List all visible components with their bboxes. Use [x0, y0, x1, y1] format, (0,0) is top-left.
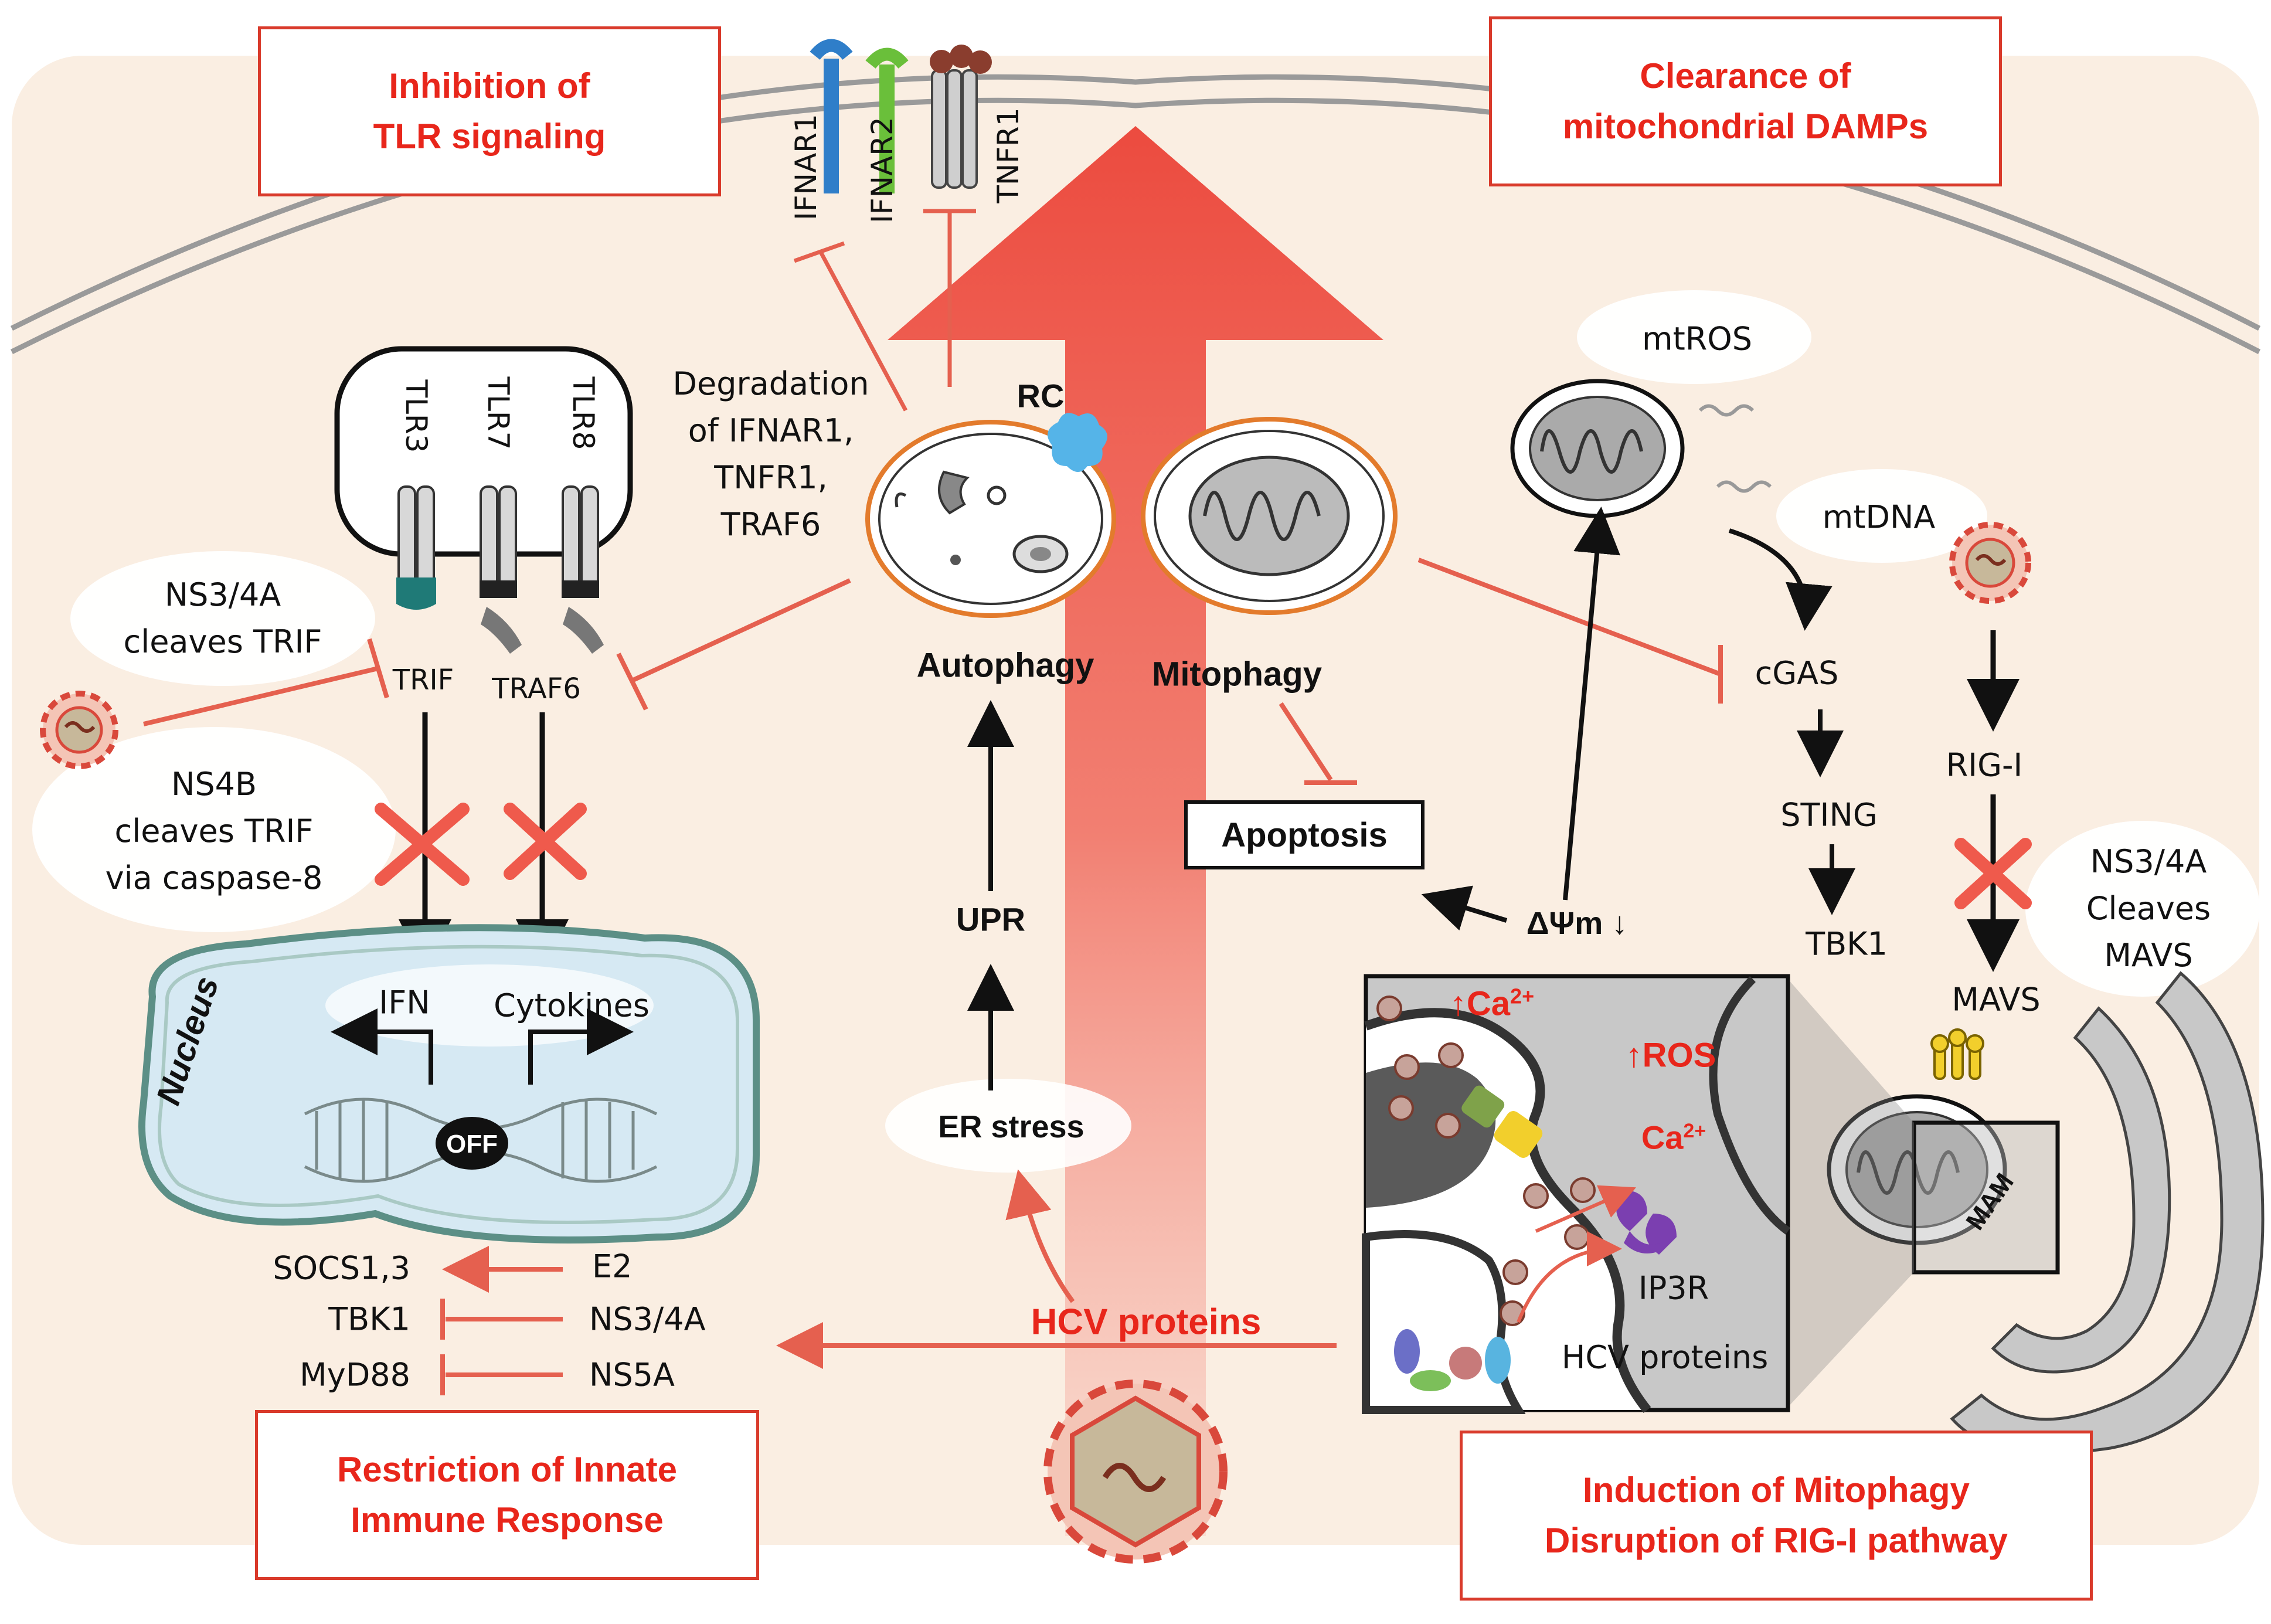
myd88-label: MyD88 — [300, 1356, 410, 1394]
mitochondrion-top — [1510, 379, 1685, 518]
damps-box: Clearance of mitochondrial DAMPs — [1489, 16, 2002, 186]
tbk1-right-label: TBK1 — [1806, 925, 1888, 963]
tlr8-label: TLR8 — [566, 376, 600, 450]
mitophagy-label: Mitophagy — [1152, 655, 1322, 694]
tlr3-receptor — [396, 485, 436, 610]
e2-label: E2 — [592, 1248, 633, 1285]
cytokines-label: Cytokines — [494, 987, 650, 1024]
tnfr1-label: TNFR1 — [991, 107, 1025, 203]
off-switch — [436, 1117, 508, 1170]
mam-zoom-box — [1912, 1120, 2060, 1275]
tlr3-label: TLR3 — [399, 379, 433, 453]
rc-label: RC — [1016, 377, 1065, 415]
ca-up-text: ↑Ca — [1449, 984, 1511, 1023]
ns4b-label: NS4B cleaves TRIF via caspase-8 — [105, 766, 323, 896]
tlr-inhibition-box: Inhibition of TLR signaling — [258, 26, 721, 196]
mito-mam — [1827, 1094, 2007, 1245]
ifnar2-receptor — [865, 47, 909, 193]
restriction-box: Restriction of Innate Immune Response — [255, 1410, 759, 1580]
mcu-channel — [1461, 1085, 1543, 1158]
ns34a-mavs-label: NS3/4A Cleaves MAVS — [2086, 843, 2211, 974]
block-x-rig — [1954, 838, 2032, 909]
mitophagy-rig-box: Induction of Mitophagy Disruption of RIG… — [1460, 1431, 2093, 1601]
traf6-label: TRAF6 — [492, 672, 581, 705]
block-x-trif — [375, 803, 470, 886]
delta-psi-label: ΔΨm ↓ — [1526, 906, 1628, 941]
mitophagosome — [1141, 417, 1398, 615]
ros-up-label: ↑ROS — [1625, 1036, 1716, 1075]
apoptosis-box: Apoptosis — [1184, 800, 1425, 869]
off-label: OFF — [446, 1130, 498, 1158]
ifn-label: IFN — [379, 984, 430, 1021]
ca-sup: 2+ — [1683, 1119, 1706, 1142]
upr-label: UPR — [956, 901, 1026, 938]
apoptosis-label: Apoptosis — [1221, 816, 1388, 854]
sting-label: STING — [1780, 796, 1878, 834]
ns34a-trif-label: NS3/4A cleaves TRIF — [123, 576, 322, 660]
ca-up-label: ↑Ca2+ — [1450, 984, 1534, 1023]
ifnar2-label: IFNAR2 — [865, 117, 899, 223]
tlr7-receptor — [480, 485, 522, 654]
mitophagy-rig-title: Induction of Mitophagy Disruption of RIG… — [1545, 1470, 2008, 1560]
mavs-proteins — [1930, 1028, 1984, 1080]
hcv-virion-bottom — [1043, 1380, 1228, 1564]
mavs-label: MAVS — [1952, 981, 2041, 1018]
hcv-proteins-inset-label: HCV proteins — [1561, 1338, 1769, 1376]
rc-complex — [1048, 413, 1107, 472]
rig-i-label: RIG-I — [1946, 746, 2023, 784]
mtdna-label: mtDNA — [1822, 498, 1936, 536]
ca-up-sup: 2+ — [1510, 984, 1535, 1008]
degradation-label: Degradation of IFNAR1, TNFR1, TRAF6 — [672, 365, 869, 543]
cgas-label: cGAS — [1755, 654, 1839, 692]
tlr-inhibition-title: Inhibition of TLR signaling — [373, 66, 606, 156]
socs-label: SOCS1,3 — [273, 1249, 410, 1287]
ifnar1-receptor — [810, 39, 853, 193]
damps-title: Clearance of mitochondrial DAMPs — [1562, 56, 1929, 146]
tlr7-label: TLR7 — [481, 376, 515, 450]
ns34a-left-label: NS3/4A — [589, 1300, 706, 1338]
ca-text: Ca — [1641, 1119, 1684, 1156]
hcv-big-arrow — [888, 126, 1383, 1536]
ns5a-label: NS5A — [589, 1356, 675, 1394]
ca-label: Ca2+ — [1641, 1119, 1706, 1157]
hcv-virion-left — [40, 691, 118, 769]
er-stress-label: ER stress — [938, 1109, 1084, 1144]
block-x-traf6 — [504, 803, 587, 880]
mtros-label: mtROS — [1641, 320, 1753, 358]
hcv-proteins-inset-shapes — [1394, 1329, 1511, 1391]
er-membrane — [1950, 971, 2265, 1455]
hcv-proteins-label: HCV proteins — [1031, 1302, 1262, 1343]
tlr8-receptor — [562, 485, 604, 654]
tnfr1-receptor — [930, 45, 992, 189]
tbk1-left-label: TBK1 — [328, 1300, 410, 1338]
trif-label: TRIF — [392, 664, 454, 697]
autophagy-label: Autophagy — [916, 646, 1094, 685]
autophagosome — [865, 413, 1116, 618]
hcv-virion-right — [1949, 522, 2031, 604]
restriction-title: Restriction of Innate Immune Response — [336, 1450, 678, 1540]
ip3r-label: IP3R — [1638, 1269, 1709, 1307]
ifnar1-label: IFNAR1 — [789, 114, 823, 220]
